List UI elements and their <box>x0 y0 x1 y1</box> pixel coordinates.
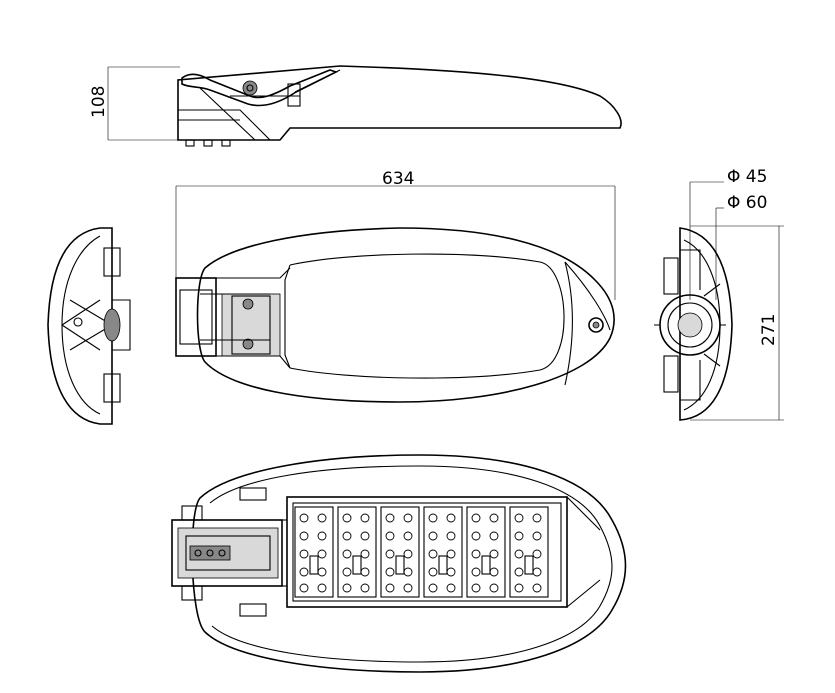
led-modules <box>294 506 549 598</box>
dim-label-phi60: Φ 60 <box>727 193 767 213</box>
dim-label-width: 271 <box>759 314 779 346</box>
side-body-outline <box>177 65 622 141</box>
top-view: 634 <box>175 169 616 403</box>
left-end-view <box>47 227 131 425</box>
dim-label-length: 634 <box>382 169 414 189</box>
dim-label-phi45: Φ 45 <box>727 167 767 187</box>
bottom-view <box>171 454 627 673</box>
dim-label-height: 108 <box>89 86 109 118</box>
side-view: 108 <box>89 65 622 147</box>
right-end-outline <box>679 227 733 421</box>
led-panel <box>286 496 568 608</box>
left-end-outline <box>47 227 113 425</box>
bottom-mount-bracket <box>171 519 283 587</box>
right-end-view: Φ 45 Φ 60 271 <box>654 167 784 421</box>
bottom-body-outline <box>191 454 627 673</box>
top-body-outline <box>196 227 615 403</box>
